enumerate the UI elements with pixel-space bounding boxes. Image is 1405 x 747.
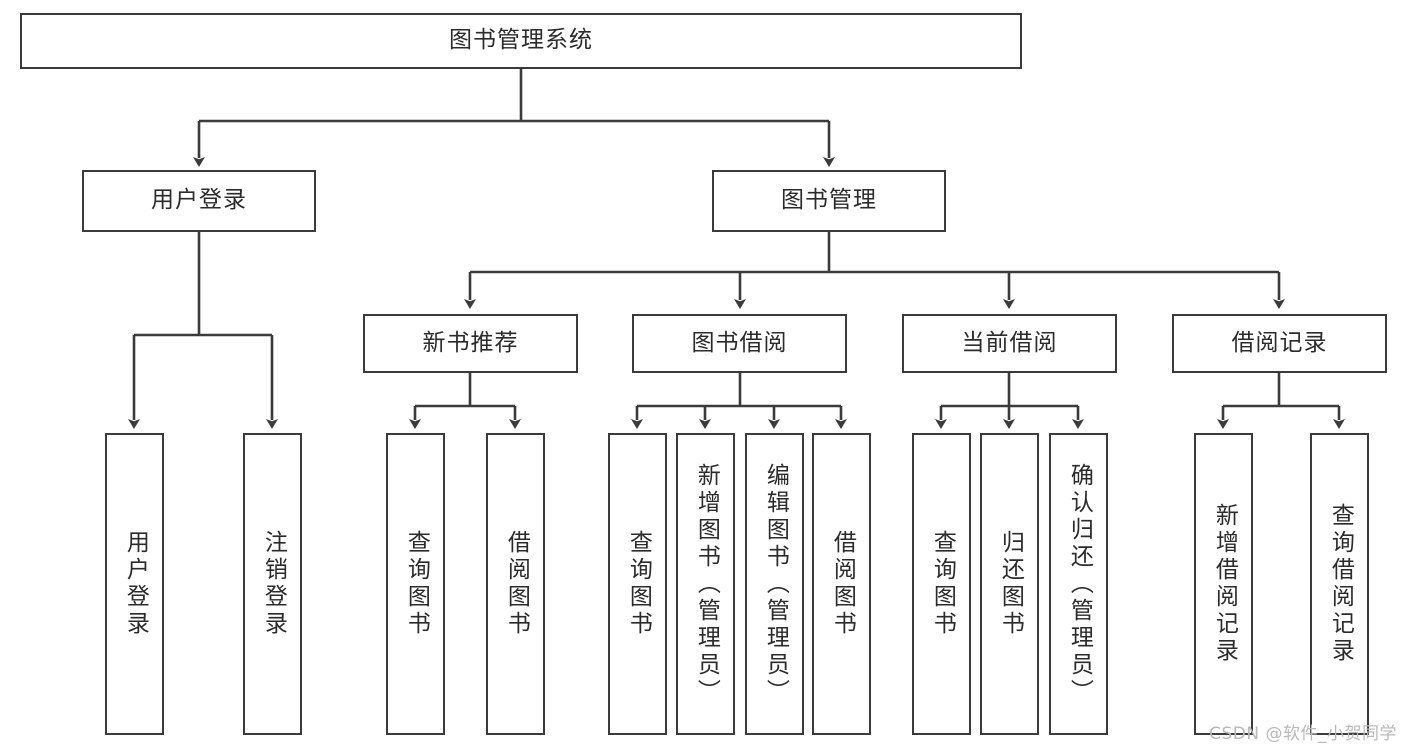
leaf-confirm-return[interactable]: 确认归还（管理员）: [1049, 433, 1108, 735]
leaf-edit-book-label: 编辑图书（管理员）: [762, 462, 789, 706]
node-book-mgmt-label: 图书管理: [781, 187, 877, 214]
leaf-return-book[interactable]: 归还图书: [980, 433, 1039, 735]
leaf-confirm-return-label: 确认归还（管理员）: [1066, 462, 1093, 706]
leaf-query-book-2[interactable]: 查询图书: [608, 433, 667, 735]
leaf-add-book-label: 新增图书（管理员）: [693, 462, 720, 706]
node-user-login-label: 用户登录: [151, 187, 247, 214]
leaf-add-book[interactable]: 新增图书（管理员）: [676, 433, 735, 735]
leaf-borrow-book-1[interactable]: 借阅图书: [486, 433, 545, 735]
leaf-query-book-2-label: 查询图书: [625, 530, 652, 638]
leaf-return-book-label: 归还图书: [997, 530, 1024, 638]
node-book-mgmt[interactable]: 图书管理: [712, 170, 946, 232]
leaf-query-book-3-label: 查询图书: [929, 530, 956, 638]
node-current-borrow[interactable]: 当前借阅: [902, 314, 1117, 373]
leaf-query-book-3[interactable]: 查询图书: [912, 433, 971, 735]
csdn-watermark: CSDN @软件_小贺同学: [1209, 724, 1397, 744]
leaf-borrow-book-1-label: 借阅图书: [503, 530, 530, 638]
leaf-user-logout[interactable]: 注销登录: [243, 433, 302, 735]
node-borrow-record-label: 借阅记录: [1231, 329, 1328, 356]
leaf-edit-book[interactable]: 编辑图书（管理员）: [745, 433, 804, 735]
node-user-login[interactable]: 用户登录: [82, 170, 316, 232]
node-book-borrow[interactable]: 图书借阅: [632, 314, 847, 373]
node-borrow-record[interactable]: 借阅记录: [1172, 314, 1387, 373]
node-current-borrow-label: 当前借阅: [961, 329, 1058, 356]
leaf-query-book-1[interactable]: 查询图书: [386, 433, 445, 735]
leaf-borrow-book-2[interactable]: 借阅图书: [812, 433, 871, 735]
leaf-add-record[interactable]: 新增借阅记录: [1194, 433, 1253, 735]
node-new-book-rec-label: 新书推荐: [422, 329, 519, 356]
leaf-user-login[interactable]: 用户登录: [105, 433, 164, 735]
leaf-query-book-1-label: 查询图书: [403, 530, 430, 638]
node-root[interactable]: 图书管理系统: [20, 13, 1022, 69]
node-root-label: 图书管理系统: [449, 27, 593, 54]
leaf-query-record[interactable]: 查询借阅记录: [1310, 433, 1369, 735]
leaf-add-record-label: 新增借阅记录: [1211, 503, 1238, 665]
leaf-user-logout-label: 注销登录: [260, 530, 287, 638]
leaf-query-record-label: 查询借阅记录: [1327, 503, 1354, 665]
leaf-borrow-book-2-label: 借阅图书: [829, 530, 856, 638]
node-new-book-rec[interactable]: 新书推荐: [363, 314, 578, 373]
leaf-user-login-label: 用户登录: [122, 530, 149, 638]
node-book-borrow-label: 图书借阅: [691, 329, 788, 356]
